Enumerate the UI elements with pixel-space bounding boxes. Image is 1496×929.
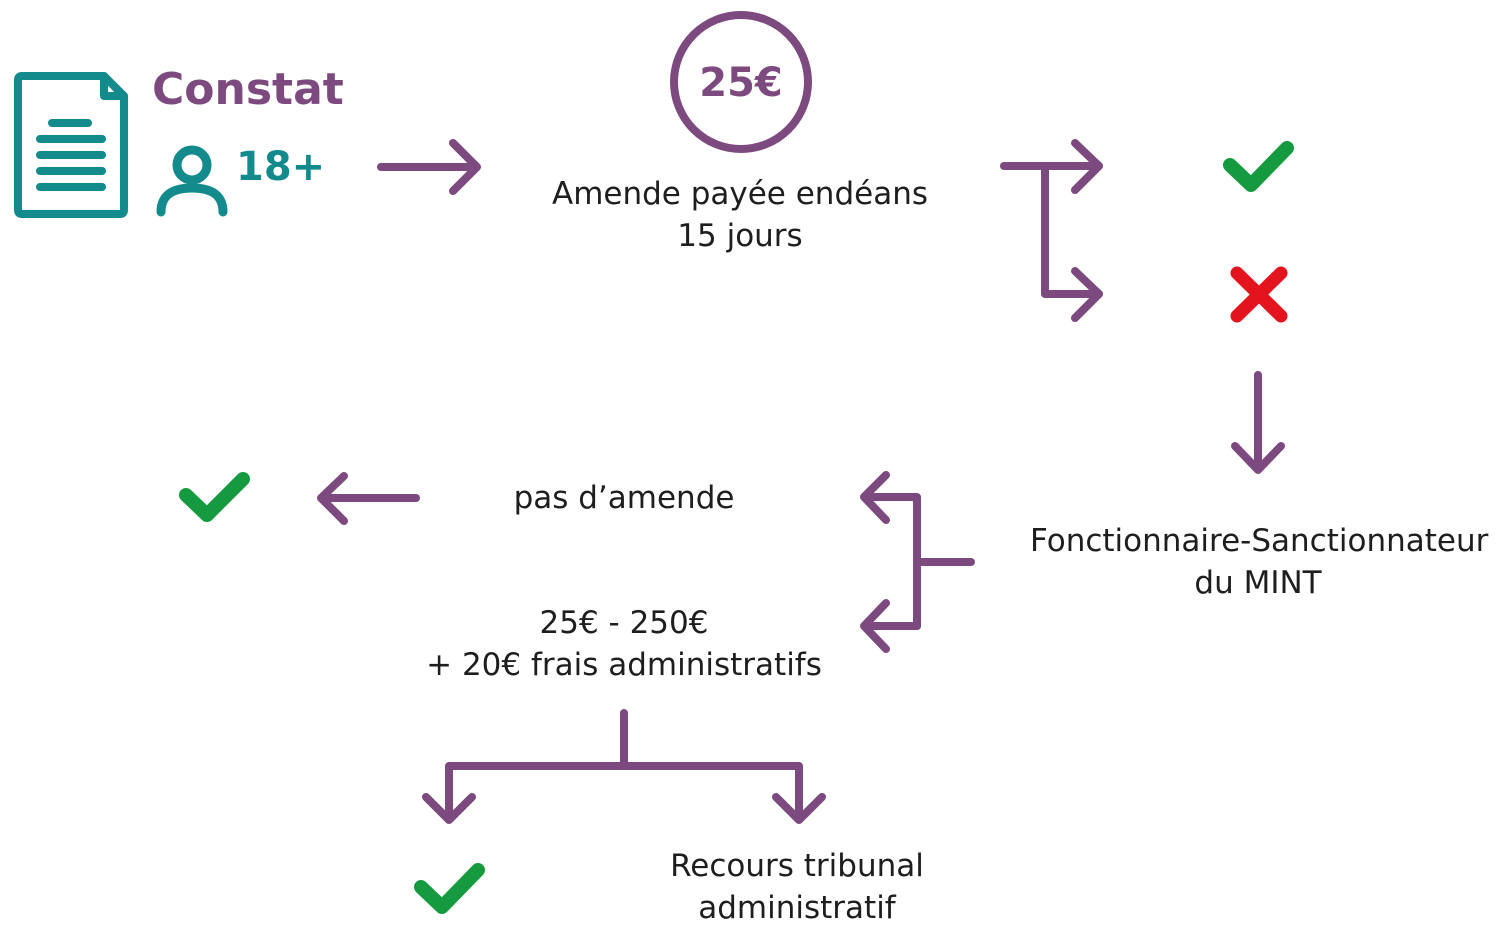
fine-circle	[670, 11, 812, 153]
fine-range-label: 25€ - 250€	[539, 605, 709, 641]
check-icon	[1223, 141, 1294, 192]
no-fine-label: pas d’amende	[513, 480, 735, 516]
admin-fees-label: + 20€ frais administratifs	[426, 647, 822, 683]
official-line1: Fonctionnaire-Sanctionnateur	[1030, 523, 1489, 559]
fine-description-line1: Amende payée endéans	[551, 176, 928, 212]
check-icon	[179, 472, 250, 522]
check-icon	[414, 863, 485, 914]
cross-icon	[1230, 266, 1288, 323]
appeal-line1: Recours tribunal	[670, 848, 924, 884]
appeal-line2: administratif	[698, 890, 896, 926]
fine-description-line2: 15 jours	[677, 218, 803, 254]
constat-title: Constat	[152, 64, 344, 115]
arrow-left-no-fine	[317, 472, 420, 525]
age-label: 18+	[236, 144, 326, 190]
arrow-down-to-official	[1231, 371, 1285, 474]
person-icon	[156, 145, 228, 217]
document-icon	[14, 72, 128, 218]
official-line2: du MINT	[1194, 565, 1322, 601]
branch-arrow-fine	[422, 709, 826, 824]
arrow-icon	[377, 139, 481, 195]
branch-arrow-official	[860, 471, 975, 653]
branch-arrow-paid	[1000, 139, 1103, 322]
fine-amount: 25€	[699, 60, 783, 106]
